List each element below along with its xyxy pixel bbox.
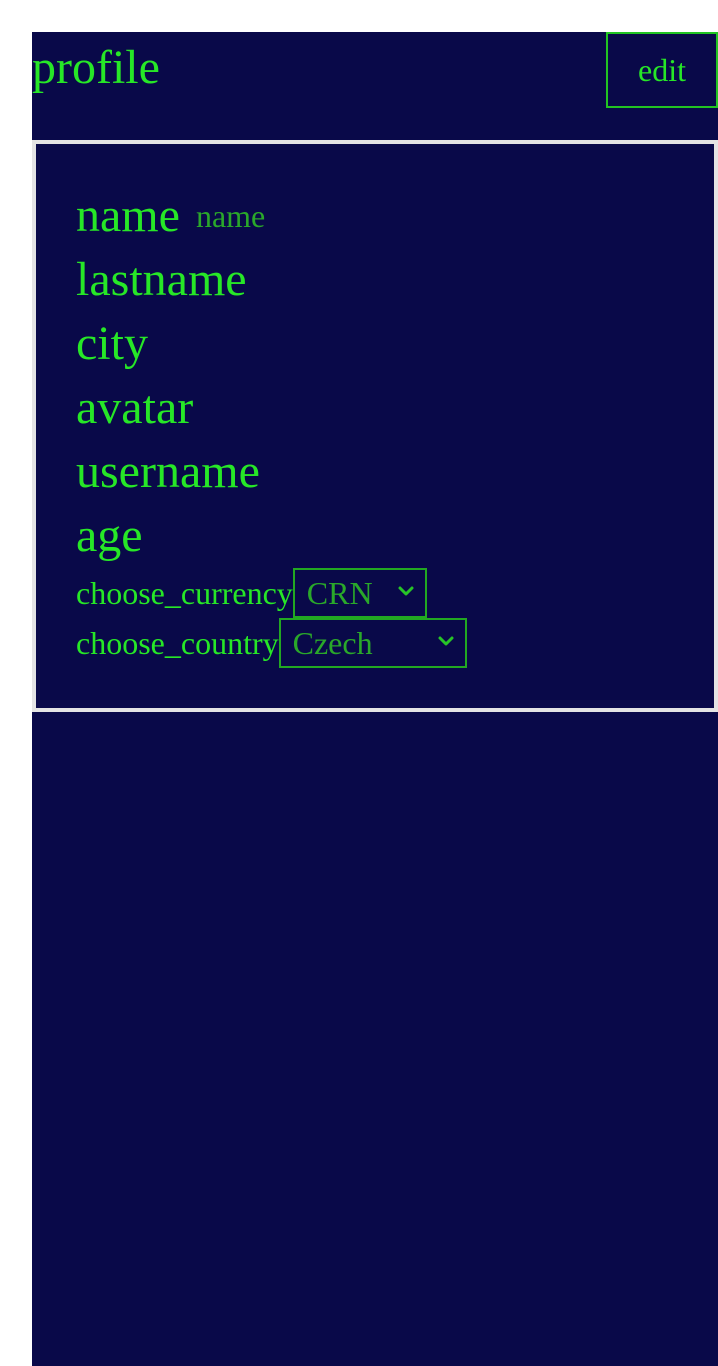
app-container: profile edit name name lastname city ava… — [32, 32, 718, 1366]
field-row-lastname: lastname — [76, 248, 467, 312]
field-row-age: age — [76, 504, 467, 568]
country-selected-value: Czech — [292, 625, 373, 661]
currency-select[interactable]: CRN — [292, 568, 427, 618]
field-value-name: name — [195, 197, 266, 234]
field-row-name: name name — [76, 184, 467, 248]
header: profile edit — [32, 32, 718, 140]
field-label-age: age — [76, 509, 143, 562]
field-label-avatar: avatar — [76, 381, 194, 434]
profile-card: name name lastname city avatar username … — [32, 140, 718, 712]
field-label-username: username — [76, 445, 260, 498]
field-label-lastname: lastname — [76, 253, 247, 306]
field-label-city: city — [76, 317, 148, 370]
field-row-avatar: avatar — [76, 376, 467, 440]
field-label-name: name — [76, 189, 180, 242]
country-select[interactable]: Czech — [278, 618, 467, 668]
field-row-city: city — [76, 312, 467, 376]
field-row-username: username — [76, 440, 467, 504]
currency-label: choose_currency — [76, 575, 293, 611]
country-label: choose_country — [76, 625, 279, 661]
profile-fields: name name lastname city avatar username … — [76, 184, 467, 668]
chevron-down-icon — [398, 586, 414, 596]
currency-selected-value: CRN — [306, 575, 373, 611]
chevron-down-icon — [438, 636, 454, 646]
currency-row: choose_currency CRN — [76, 568, 467, 618]
country-row: choose_country Czech — [76, 618, 467, 668]
page-title: profile — [32, 41, 160, 94]
edit-button[interactable]: edit — [606, 32, 718, 108]
